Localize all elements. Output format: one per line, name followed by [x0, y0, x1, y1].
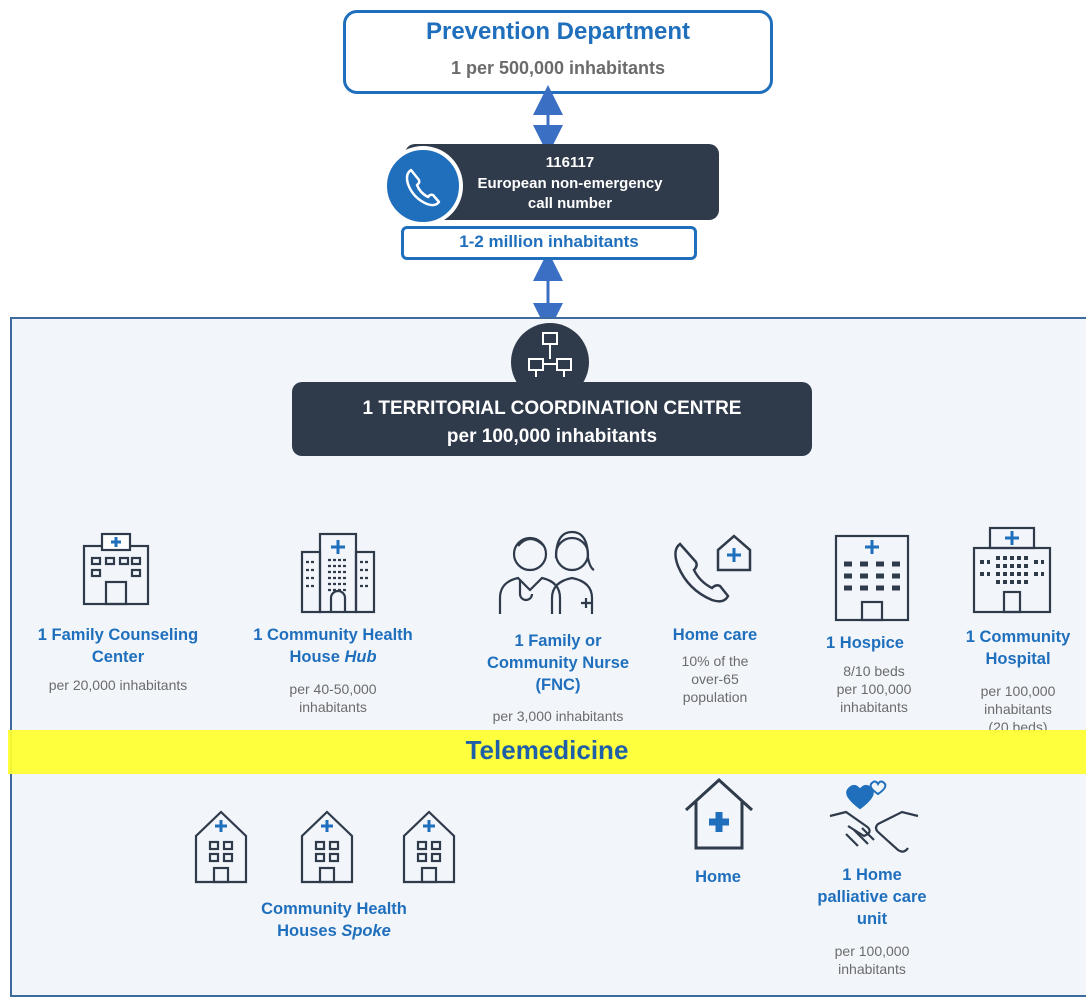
phone-icon [383, 146, 463, 226]
community-hospital-sub-2: inhabitants [984, 701, 1052, 717]
prevention-title: Prevention Department [425, 18, 691, 45]
family-nurse-title-2: Community Nurse [486, 654, 630, 672]
clinic-icon [82, 532, 150, 606]
community-house-hub-sub-1: per 40-50,000 [289, 681, 377, 697]
hospice-sub-2: per 100,000 [836, 681, 912, 697]
spoke-house-icon [402, 810, 456, 884]
telemedicine-label: Telemedicine [465, 735, 629, 765]
prevention-subtitle: 1 per 500,000 inhabitants [450, 58, 666, 78]
family-counseling-sub: per 20,000 inhabitants [48, 677, 188, 693]
palliative-line-2: palliative care [817, 888, 927, 906]
home-care-sub-3: population [682, 689, 748, 705]
home-label: Home [695, 868, 741, 886]
hospice-sub: 8/10 beds per 100,000 inhabitants [800, 662, 948, 716]
community-house-hub-title-1: 1 Community Health [253, 626, 413, 644]
hospice-label: 1 Hospice [826, 634, 904, 652]
family-nurse-label: 1 Family or Community Nurse (FNC) [448, 630, 668, 696]
telemedicine-band [8, 730, 1086, 774]
palliative-line-3: unit [856, 910, 888, 928]
home-care-sub-1: 10% of the [681, 653, 749, 669]
community-house-hub-sub: per 40-50,000 inhabitants [228, 680, 438, 716]
hospice-icon [834, 534, 910, 622]
spoke-house-icon [300, 810, 354, 884]
community-hospital-sub: per 100,000 inhabitants (20 beds) [950, 682, 1086, 736]
call-line-2: call number [527, 195, 613, 212]
spoke-house-icon [194, 810, 248, 884]
family-nurse-title-1: 1 Family or [514, 632, 602, 650]
tcc-title: 1 TERRITORIAL COORDINATION CENTRE [362, 398, 742, 419]
coverage-box [401, 226, 697, 260]
home-icon [684, 777, 754, 850]
hospice-sub-1: 8/10 beds [843, 663, 905, 679]
community-hospital-icon [972, 526, 1052, 614]
family-nurse-sub: per 3,000 inhabitants [492, 708, 624, 724]
spoke-line-1: Community Health [261, 900, 407, 918]
community-house-hub-label: 1 Community Health House Hub [228, 624, 438, 668]
community-house-hub-title-2: House Hub [289, 648, 377, 666]
call-line-1: European non-emergency [477, 175, 663, 192]
tcc-box [292, 382, 812, 456]
hospice-sub-3: inhabitants [840, 699, 908, 715]
palliative-care-icon [829, 780, 919, 853]
home-care-label: Home care [672, 626, 758, 644]
home-care-sub-2: over-65 [691, 671, 739, 687]
palliative-label: 1 Home palliative care unit [798, 864, 946, 930]
family-nurse-title-3: (FNC) [535, 676, 581, 694]
family-counseling-title-1: 1 Family Counseling [37, 626, 199, 644]
family-counseling-label: 1 Family Counseling Center [8, 624, 228, 668]
palliative-line-1: 1 Home [842, 866, 902, 884]
coverage-text: 1-2 million inhabitants [459, 232, 639, 251]
palliative-sub: per 100,000 inhabitants [798, 942, 946, 978]
family-counseling-title-2: Center [91, 648, 145, 666]
doctor-nurse-icon [498, 530, 595, 614]
tcc-subtitle: per 100,000 inhabitants [446, 426, 658, 447]
home-care-icon [674, 534, 752, 603]
community-hospital-sub-1: per 100,000 [980, 683, 1056, 699]
palliative-sub-1: per 100,000 [834, 943, 910, 959]
palliative-sub-2: inhabitants [838, 961, 906, 977]
community-hospital-title-1: 1 Community [965, 628, 1071, 646]
call-description: European non-emergency call number [430, 174, 710, 214]
call-number: 116117 [545, 154, 595, 171]
spoke-line-2: Houses Spoke [277, 922, 391, 940]
community-hospital-label: 1 Community Hospital [950, 626, 1086, 670]
community-house-hub-sub-2: inhabitants [299, 699, 367, 715]
spoke-label: Community Health Houses Spoke [214, 898, 454, 942]
hospital-icon [300, 532, 376, 614]
home-care-sub: 10% of the over-65 population [650, 652, 780, 706]
community-hospital-title-2: Hospital [985, 650, 1051, 668]
